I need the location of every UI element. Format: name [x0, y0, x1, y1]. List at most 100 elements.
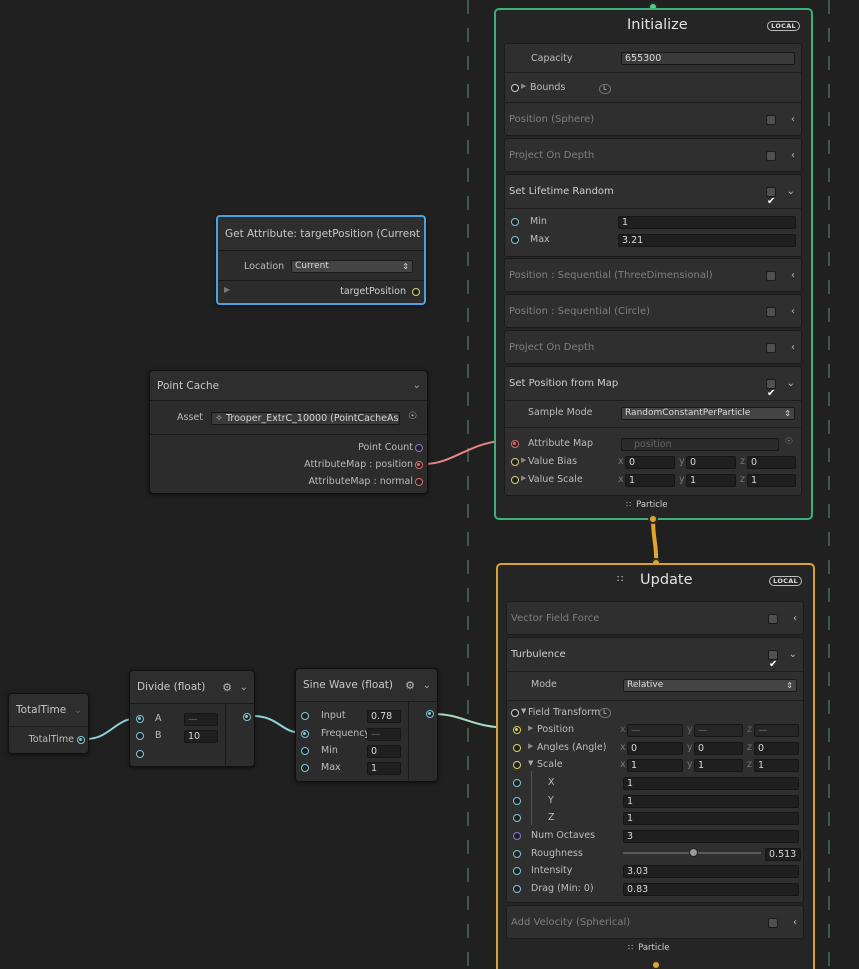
block-enable-checkbox[interactable]: [768, 918, 778, 928]
position-port[interactable]: [513, 726, 521, 734]
scale-x[interactable]: 1: [627, 759, 683, 772]
chevron-left-icon[interactable]: ‹: [791, 342, 795, 353]
block-project-on-depth-2[interactable]: Project On Depth ‹: [504, 330, 802, 364]
initialize-context[interactable]: Initialize LOCAL Capacity 655300 ▶ Bound…: [494, 8, 813, 520]
point-count-port[interactable]: [415, 444, 423, 452]
expand-arrow-icon[interactable]: ▶: [224, 285, 231, 294]
chevron-down-icon[interactable]: ⌄: [786, 378, 795, 389]
scale-z-port[interactable]: [513, 814, 521, 822]
attribute-map-normal-port[interactable]: [415, 478, 423, 486]
scale-z-field[interactable]: 1: [623, 812, 799, 825]
value-bias-z[interactable]: 0: [747, 456, 796, 469]
divide-node[interactable]: Divide (float) ⚙ ⌄ A — B 10: [129, 670, 255, 767]
attribute-map-position-port[interactable]: [415, 461, 423, 469]
divide-a-port[interactable]: [136, 715, 144, 723]
block-enable-checkbox[interactable]: [766, 343, 776, 353]
object-picker-icon[interactable]: ☉: [408, 411, 417, 422]
roughness-field[interactable]: 0.513: [765, 848, 801, 861]
block-project-on-depth-1[interactable]: Project On Depth ‹: [504, 138, 802, 172]
intensity-field[interactable]: 3.03: [623, 865, 799, 878]
scale-port[interactable]: [513, 761, 521, 769]
update-flow-output-port[interactable]: [651, 960, 661, 969]
expand-arrow-icon[interactable]: ▶: [528, 742, 534, 750]
chevron-down-icon[interactable]: ⌄: [412, 380, 421, 391]
update-context[interactable]: ∷ Update LOCAL Vector Field Force ‹ Turb…: [496, 563, 815, 969]
sine-wave-header[interactable]: Sine Wave (float) ⚙ ⌄: [296, 669, 437, 702]
scale-y-field[interactable]: 1: [623, 795, 799, 808]
block-enable-checkbox[interactable]: [768, 648, 778, 682]
chevron-left-icon[interactable]: ‹: [791, 114, 795, 125]
chevron-left-icon[interactable]: ‹: [791, 150, 795, 161]
field-transform-space-badge[interactable]: L: [599, 708, 612, 718]
gear-icon[interactable]: ⚙: [405, 679, 415, 692]
value-scale-z[interactable]: 1: [747, 474, 796, 487]
chevron-down-icon[interactable]: ⌄: [422, 680, 431, 691]
chevron-left-icon[interactable]: ‹: [791, 270, 795, 281]
angles-y[interactable]: 0: [694, 742, 743, 755]
scale-z[interactable]: 1: [754, 759, 799, 772]
angles-x[interactable]: 0: [627, 742, 683, 755]
divide-b-field[interactable]: 10: [184, 730, 218, 743]
block-set-lifetime-random[interactable]: Set Lifetime Random ⌄ Min 1 Max 3.21: [504, 174, 802, 257]
drag-port[interactable]: [513, 885, 521, 893]
block-enable-checkbox[interactable]: [766, 185, 776, 219]
block-enable-checkbox[interactable]: [766, 151, 776, 161]
sine-min-port[interactable]: [301, 747, 309, 755]
num-octaves-field[interactable]: 3: [623, 830, 799, 843]
get-attribute-node[interactable]: Get Attribute: targetPosition (Current ⌄…: [216, 215, 426, 305]
chevron-left-icon[interactable]: ‹: [791, 306, 795, 317]
num-octaves-port[interactable]: [513, 832, 521, 840]
gear-icon[interactable]: ⚙: [222, 681, 232, 694]
block-enable-checkbox[interactable]: [766, 307, 776, 317]
collapse-arrow-icon[interactable]: ▼: [528, 759, 534, 767]
chevron-left-icon[interactable]: ‹: [793, 613, 797, 624]
position-z[interactable]: —: [754, 724, 799, 737]
location-dropdown[interactable]: Current ⇕: [291, 260, 413, 273]
expand-arrow-icon[interactable]: ▶: [521, 474, 527, 482]
sine-input-field[interactable]: 0.78: [367, 710, 401, 723]
expand-arrow-icon[interactable]: ▶: [528, 724, 534, 732]
expand-arrow-icon[interactable]: ▶: [521, 82, 527, 90]
value-bias-y[interactable]: 0: [686, 456, 736, 469]
scale-y[interactable]: 1: [694, 759, 743, 772]
bounds-space-badge[interactable]: L: [599, 84, 612, 94]
bounds-port[interactable]: [511, 84, 519, 92]
roughness-slider-handle[interactable]: [689, 848, 698, 857]
sine-frequency-port[interactable]: [301, 730, 309, 738]
block-enable-checkbox[interactable]: [766, 271, 776, 281]
block-enable-checkbox[interactable]: [766, 115, 776, 125]
position-x[interactable]: —: [627, 724, 683, 737]
mode-dropdown[interactable]: Relative ⇕: [623, 679, 797, 692]
lifetime-min-port[interactable]: [511, 218, 519, 226]
chevron-down-icon[interactable]: ⌄: [786, 186, 795, 197]
lifetime-max-port[interactable]: [511, 236, 519, 244]
divide-b-port[interactable]: [136, 732, 144, 740]
value-bias-port[interactable]: [511, 458, 519, 466]
angles-port[interactable]: [513, 744, 521, 752]
chevron-down-icon[interactable]: ⌄: [73, 705, 82, 716]
sine-input-port[interactable]: [301, 712, 309, 720]
asset-field[interactable]: ✧ Trooper_ExtrC_10000 (PointCacheAsset): [211, 412, 400, 425]
point-cache-header[interactable]: Point Cache ⌄: [150, 371, 427, 401]
block-position-sequential-circle[interactable]: Position : Sequential (Circle) ‹: [504, 294, 802, 328]
total-time-port[interactable]: [77, 736, 85, 744]
sine-frequency-field[interactable]: —: [367, 728, 401, 741]
value-scale-port[interactable]: [511, 476, 519, 484]
capacity-field[interactable]: 655300: [621, 52, 795, 65]
sine-wave-node[interactable]: Sine Wave (float) ⚙ ⌄ Input 0.78 Frequen…: [295, 668, 438, 782]
divide-a-field[interactable]: —: [184, 713, 218, 726]
block-set-position-from-map[interactable]: Set Position from Map ⌄ Sample Mode Rand…: [504, 366, 802, 496]
sine-min-field[interactable]: 0: [367, 745, 401, 758]
block-position-sequential-3d[interactable]: Position : Sequential (ThreeDimensional)…: [504, 258, 802, 292]
intensity-port[interactable]: [513, 867, 521, 875]
divide-extra-port[interactable]: [136, 750, 144, 758]
point-cache-node[interactable]: Point Cache ⌄ Asset ✧ Trooper_ExtrC_1000…: [149, 370, 428, 494]
block-add-velocity-spherical[interactable]: Add Velocity (Spherical) ‹: [506, 905, 804, 939]
sample-mode-dropdown[interactable]: RandomConstantPerParticle ⇕: [621, 407, 795, 420]
block-turbulence[interactable]: Turbulence ⌄ Mode Relative ⇕ ▼ Field Tra…: [506, 637, 804, 903]
chevron-down-icon[interactable]: ⌄: [788, 649, 797, 660]
value-bias-x[interactable]: 0: [625, 456, 675, 469]
get-attribute-header[interactable]: Get Attribute: targetPosition (Current ⌄: [218, 217, 424, 251]
sine-output-port[interactable]: [426, 710, 434, 718]
object-picker-icon[interactable]: ☉: [785, 437, 794, 447]
